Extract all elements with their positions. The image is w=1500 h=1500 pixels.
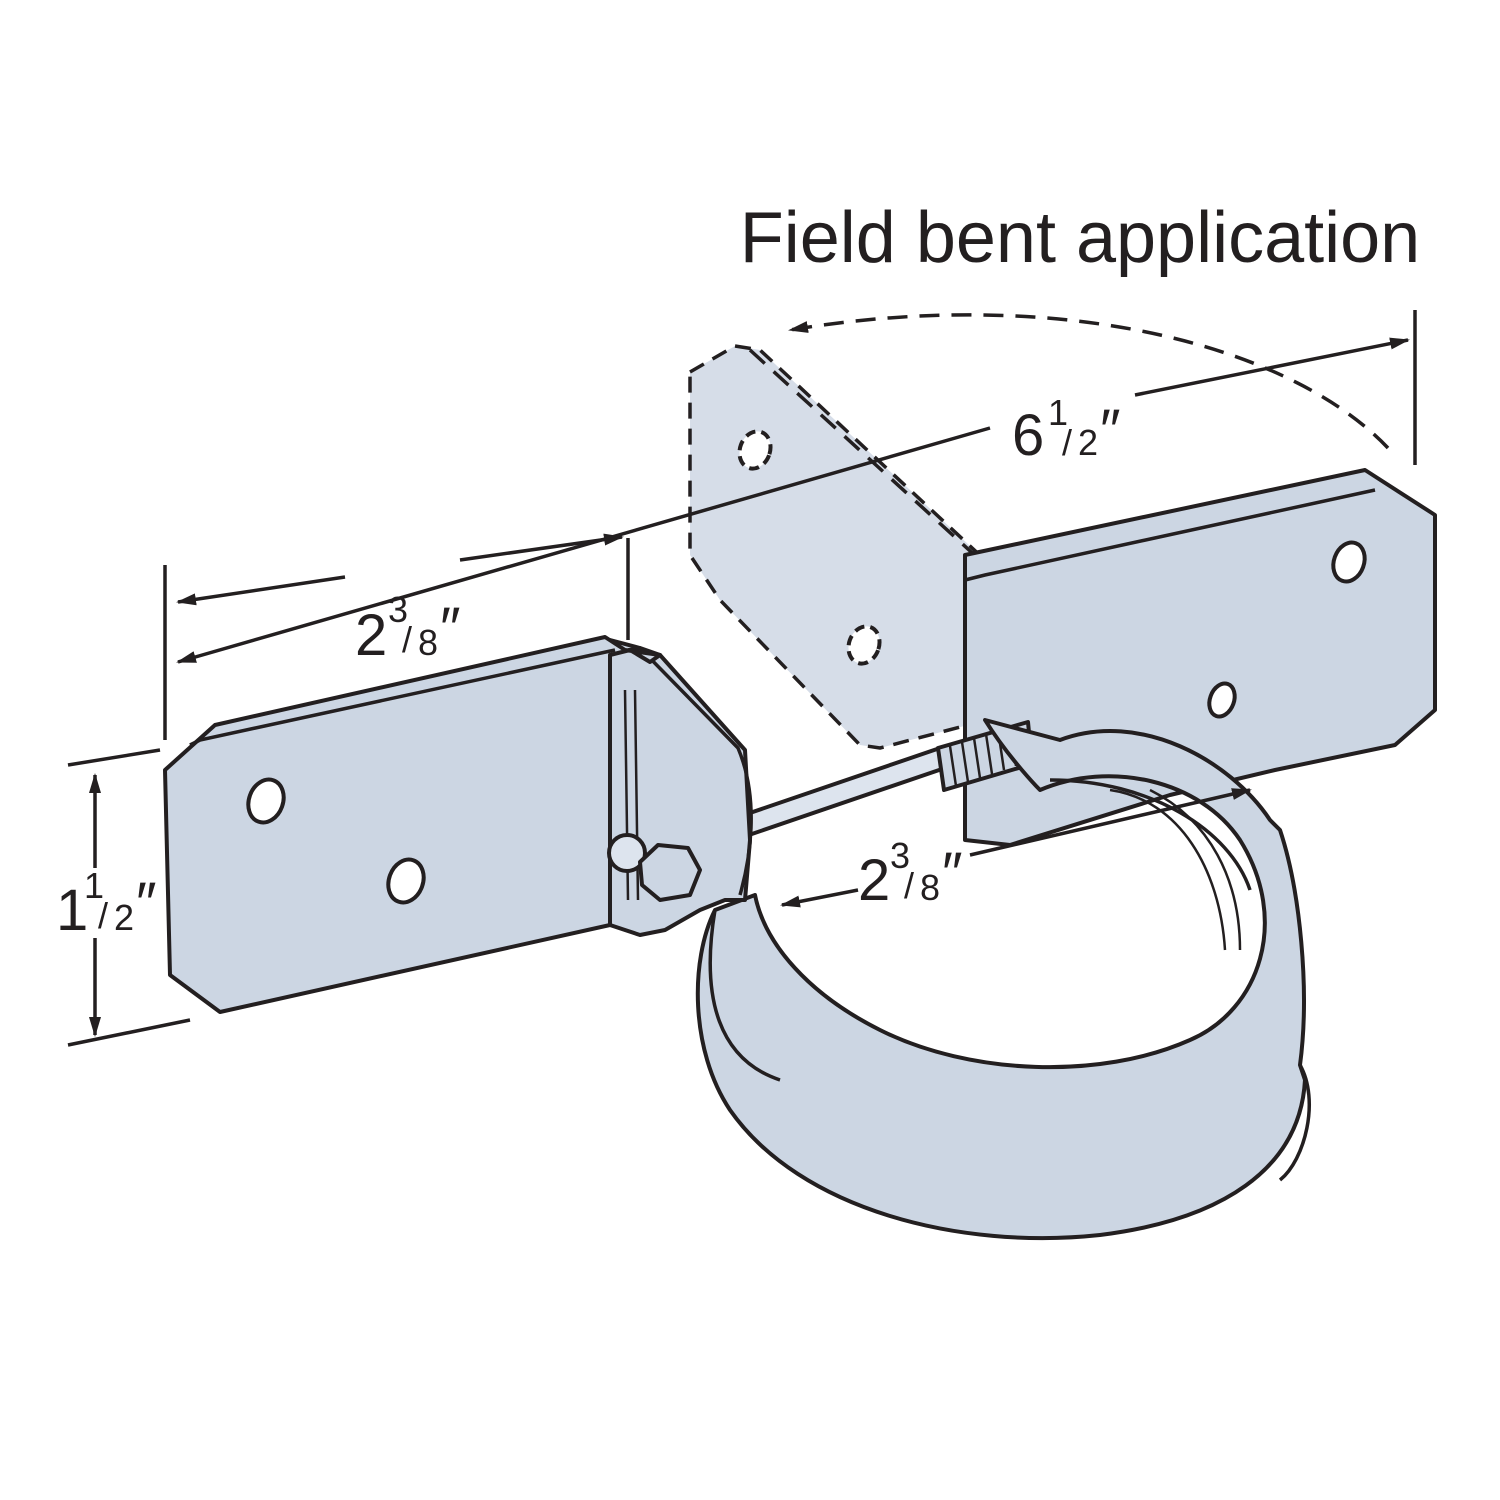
pipe-arrow-right xyxy=(969,788,1252,857)
svg-text:/: / xyxy=(1062,422,1072,463)
pipe-clamp-band xyxy=(695,718,1312,1241)
svg-text:/: / xyxy=(904,865,914,906)
application-title: Field bent application xyxy=(740,198,1420,278)
svg-text:3: 3 xyxy=(388,589,408,630)
svg-text:8: 8 xyxy=(418,622,438,663)
flange-arrow-upper-left xyxy=(176,575,346,606)
svg-text:3: 3 xyxy=(890,835,910,876)
pipe-arrow-left xyxy=(780,888,859,908)
svg-text:2: 2 xyxy=(355,603,387,668)
bend-arc xyxy=(788,313,1390,450)
overall-arrow-right xyxy=(1134,337,1410,397)
overall-length-label: 6 1 / 2 ″ xyxy=(1012,392,1121,468)
svg-text:6: 6 xyxy=(1012,403,1044,468)
flange-length-label: 2 3 / 8 ″ xyxy=(355,589,461,668)
overall-arrow-left xyxy=(176,426,991,664)
svg-text:1: 1 xyxy=(1048,392,1068,433)
left-flange xyxy=(163,635,662,1014)
svg-text:″: ″ xyxy=(942,841,963,906)
svg-text:/: / xyxy=(98,895,108,936)
svg-text:″: ″ xyxy=(440,596,461,661)
svg-text:1: 1 xyxy=(84,865,104,906)
svg-text:2: 2 xyxy=(114,897,134,938)
svg-text:1: 1 xyxy=(56,878,88,943)
svg-text:″: ″ xyxy=(1100,398,1121,463)
svg-text:8: 8 xyxy=(920,867,940,908)
svg-text:2: 2 xyxy=(1078,422,1098,463)
height-label: 1 1 / 2 ″ xyxy=(52,865,164,943)
svg-text:″: ″ xyxy=(136,871,157,936)
bolt-nut xyxy=(607,833,702,902)
svg-text:/: / xyxy=(402,619,412,660)
ghost-bent-flange xyxy=(688,344,987,750)
pipe-diameter-label: 2 3 / 8 ″ xyxy=(858,835,963,913)
svg-text:2: 2 xyxy=(858,848,890,913)
